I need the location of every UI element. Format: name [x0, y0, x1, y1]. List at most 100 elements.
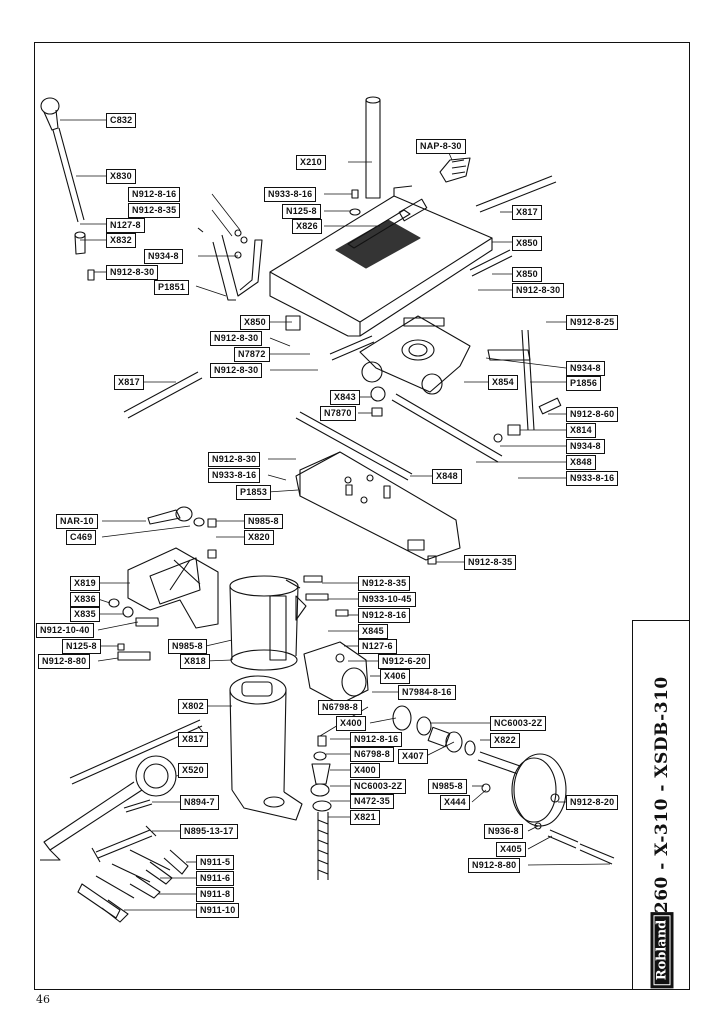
part-label-n934-8-c: N934-8 [566, 439, 605, 454]
part-label-n911-5: N911-5 [196, 855, 235, 870]
part-label-x400-a: X400 [336, 716, 366, 731]
part-label-p1853: P1853 [236, 485, 272, 500]
part-label-x848-a: X848 [566, 455, 596, 470]
part-label-p1856: P1856 [566, 376, 602, 391]
part-label-n912-8-30-c: N912-8-30 [210, 331, 263, 346]
part-label-x444: X444 [440, 795, 470, 810]
part-label-n7870: N7870 [320, 406, 356, 421]
part-label-x210: X210 [296, 155, 326, 170]
part-label-n7984-8-16: N7984-8-16 [398, 685, 456, 700]
table-top-drawing [269, 96, 493, 337]
part-label-n7872: N7872 [234, 347, 270, 362]
part-label-x817-a: X817 [512, 205, 542, 220]
brand-logo: Robland [650, 911, 674, 989]
part-label-x850-c: X850 [240, 315, 270, 330]
part-label-x850-a: X850 [512, 236, 542, 251]
rod-x817-left [123, 371, 203, 419]
part-label-n125-8-a: N125-8 [282, 204, 321, 219]
part-label-n912-6-20: N912-6-20 [378, 654, 431, 669]
part-label-n933-8-16-b: N933-8-16 [208, 468, 261, 483]
part-label-x802: X802 [178, 699, 208, 714]
part-label-n912-8-25: N912-8-25 [566, 315, 619, 330]
part-label-x832: X832 [106, 233, 136, 248]
part-label-x848-b: X848 [432, 469, 462, 484]
part-label-n985-8-b: N985-8 [168, 639, 207, 654]
part-label-n472-35: N472-35 [350, 794, 394, 809]
part-label-n912-8-20: N912-8-20 [566, 795, 619, 810]
part-label-c832: C832 [106, 113, 137, 128]
part-label-n912-8-60: N912-8-60 [566, 407, 619, 422]
part-label-x826: X826 [292, 219, 322, 234]
part-label-n6798-8-a: N6798-8 [318, 700, 362, 715]
part-label-n912-8-30-a: N912-8-30 [106, 265, 159, 280]
part-label-n6798-8-b: N6798-8 [350, 747, 394, 762]
part-label-n895-13-17: N895-13-17 [180, 824, 238, 839]
rod-x848-b [391, 393, 503, 463]
page-number: 46 [36, 993, 50, 1006]
part-label-p1851: P1851 [154, 280, 190, 295]
part-label-nc6003-2z-a: NC6003-2Z [490, 716, 547, 731]
part-label-n912-8-30-e: N912-8-30 [208, 452, 261, 467]
rod-x848-a [295, 411, 413, 481]
bracket-x819-drawing [127, 547, 219, 629]
rod-x817-top [475, 175, 557, 213]
column-body-drawing [229, 675, 303, 821]
part-label-n933-8-16-c: N933-8-16 [566, 471, 619, 486]
clamp-sleeve-drawing [229, 575, 301, 671]
part-label-nar-10: NAR-10 [56, 514, 98, 529]
part-label-n127-8-a: N127-8 [106, 218, 145, 233]
lower-bracket-drawing [295, 451, 461, 565]
part-label-x819: X819 [70, 576, 100, 591]
gear-housing-drawing [303, 641, 369, 705]
part-label-c469: C469 [66, 530, 97, 545]
part-label-n912-8-35-c: N912-8-35 [358, 576, 411, 591]
part-label-x520: X520 [178, 763, 208, 778]
part-label-n912-8-35-a: N912-8-35 [128, 203, 181, 218]
bracket-p1856-drawing [487, 329, 562, 443]
part-label-x406: X406 [380, 669, 410, 684]
support-bracket-drawing [197, 227, 263, 301]
part-label-x821: X821 [350, 810, 380, 825]
part-label-x818: X818 [180, 654, 210, 669]
part-label-n912-8-16-a: N912-8-16 [128, 187, 181, 202]
part-label-x835: X835 [70, 607, 100, 622]
part-label-n911-8: N911-8 [196, 887, 235, 902]
part-label-n933-8-16-a: N933-8-16 [264, 187, 317, 202]
part-label-x400-b: X400 [350, 763, 380, 778]
part-label-n934-8-b: N934-8 [566, 361, 605, 376]
part-label-x817-b: X817 [114, 375, 144, 390]
part-label-nc6003-2z-b: NC6003-2Z [350, 779, 407, 794]
part-label-nap-8-30: NAP-8-30 [416, 139, 466, 154]
wrench-n895-drawing [95, 829, 153, 859]
hex-keys-drawing [77, 849, 189, 923]
part-label-n912-10-40: N912-10-40 [36, 623, 94, 638]
clamp-bracket-drawing [329, 315, 471, 417]
wrench-x520-drawing [40, 755, 177, 861]
title-block [632, 620, 690, 990]
part-label-x850-b: X850 [512, 267, 542, 282]
model-title: X-260 - X-310 - XSDB-310 [652, 676, 672, 934]
part-label-n894-7: N894-7 [180, 795, 219, 810]
part-label-n911-10: N911-10 [196, 903, 240, 918]
part-label-x817-c: X817 [178, 732, 208, 747]
part-label-n125-8-b: N125-8 [62, 639, 101, 654]
part-label-n912-8-16-b: N912-8-16 [358, 608, 411, 623]
leader-lines [60, 119, 611, 911]
part-label-n912-8-80-b: N912-8-80 [468, 858, 521, 873]
part-label-n912-8-30-b: N912-8-30 [512, 283, 565, 298]
part-label-x407: X407 [398, 749, 428, 764]
part-label-x820: X820 [244, 530, 274, 545]
part-label-n912-8-16-c: N912-8-16 [350, 732, 403, 747]
part-label-n911-6: N911-6 [196, 871, 235, 886]
part-label-n912-8-30-d: N912-8-30 [210, 363, 263, 378]
part-label-x845: X845 [358, 624, 388, 639]
part-label-n912-8-35-b: N912-8-35 [464, 555, 517, 570]
part-label-x830: X830 [106, 169, 136, 184]
part-label-n912-8-80-a: N912-8-80 [38, 654, 91, 669]
part-label-n985-8-c: N985-8 [428, 779, 467, 794]
handwheel-drawing [481, 753, 615, 865]
crank-handle-drawing [40, 97, 95, 281]
drawing-frame [34, 42, 690, 990]
part-label-n127-6: N127-6 [358, 639, 397, 654]
